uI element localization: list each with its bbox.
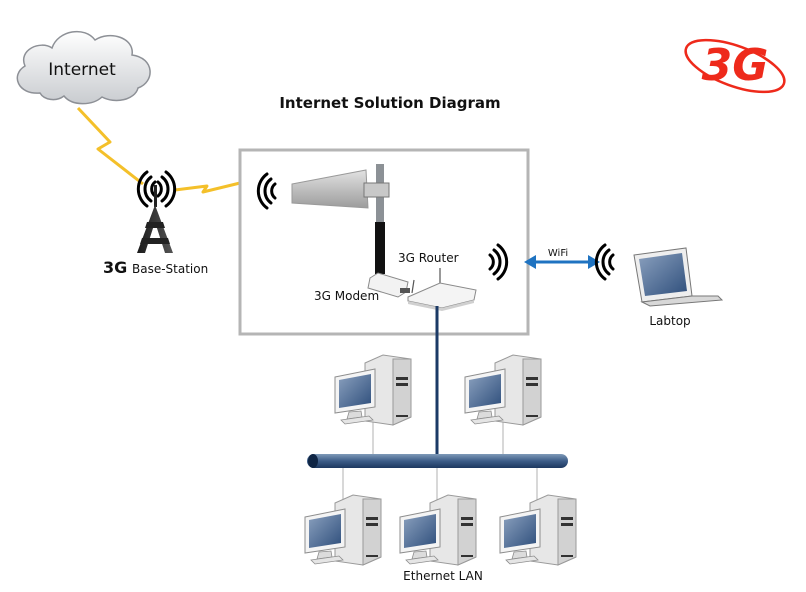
svg-text:3G: 3G [702,40,769,91]
internet-cloud-icon [16,30,151,105]
wireless-link-base-station [174,181,241,194]
laptop-icon [633,247,724,307]
usb-modem-icon [367,272,410,298]
panel-antenna-icon [291,164,390,274]
ethernet-bus-icon [307,454,568,468]
lan-computer-1 [334,354,412,426]
base-station-label: Base-Station [132,262,208,276]
modem-label: 3G Modem [314,289,379,303]
lan-computer-4 [399,494,477,566]
router-label: 3G Router [398,251,459,265]
diagram-title: Internet Solution Diagram [279,94,500,112]
lan-drops [342,420,538,500]
base-station-prefix: 3G [103,258,127,277]
router-icon [407,268,477,311]
wifi-link-arrow [524,255,600,269]
router-signal-icon [488,243,509,281]
lan-label: Ethernet LAN [403,569,483,583]
internet-label: Internet [48,60,116,80]
lan-computer-3 [304,494,382,566]
laptop-label: Labtop [649,314,690,328]
wifi-label: WiFi [548,248,568,259]
antenna-signal-icon [256,172,277,210]
cell-tower-icon [136,170,177,253]
customer-premises-box [238,148,530,336]
lan-computer-5 [499,494,577,566]
wireless-link-internet [76,106,144,186]
3g-logo: 3G [684,38,786,94]
lan-computer-2 [464,354,542,426]
